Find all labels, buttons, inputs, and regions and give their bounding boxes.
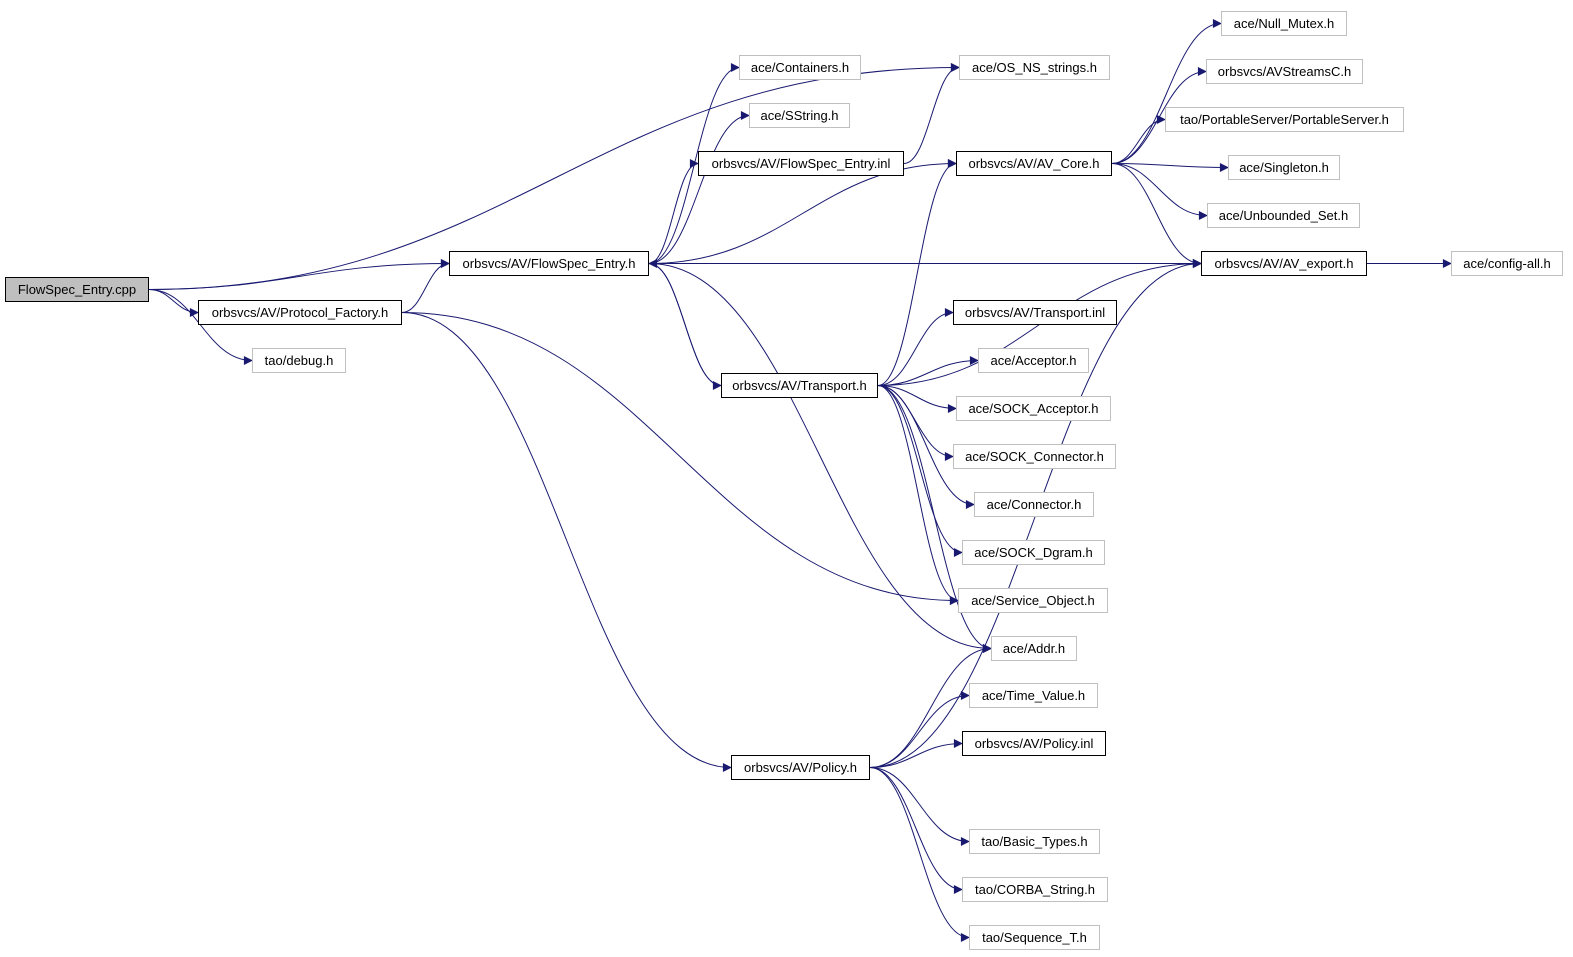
node-ace-addr-h[interactable]: ace/Addr.h: [991, 636, 1077, 661]
node-policy-inl[interactable]: orbsvcs/AV/Policy.inl: [962, 731, 1106, 756]
edge-n_pol-to-n_bt: [869, 767, 970, 846]
node-ace-acceptor-h[interactable]: ace/Acceptor.h: [978, 348, 1089, 373]
edge-n_root-to-n_pf: [148, 289, 199, 317]
node-av-export-h[interactable]: orbsvcs/AV/AV_export.h: [1201, 251, 1367, 276]
edge-n_fse_h-to-n_sstr: [648, 111, 750, 264]
node-ace-containers-h[interactable]: ace/Containers.h: [739, 55, 861, 80]
edge-n_pol-to-n_tv: [869, 691, 970, 768]
node-ace-unbounded-set-h[interactable]: ace/Unbounded_Set.h: [1207, 203, 1360, 228]
node-ace-sock-dgram-h[interactable]: ace/SOCK_Dgram.h: [962, 540, 1105, 565]
node-flowspec-entry-cpp[interactable]: FlowSpec_Entry.cpp: [5, 277, 149, 302]
edge-n_pol-to-n_pi: [869, 739, 963, 768]
edge-n_root-to-n_osns: [148, 63, 960, 290]
edge-n_core-to-n_sing: [1111, 162, 1229, 172]
node-ace-sstring-h[interactable]: ace/SString.h: [749, 103, 850, 128]
node-transport-inl[interactable]: orbsvcs/AV/Transport.inl: [953, 300, 1117, 325]
edge-n_fse_i-to-n_osns: [903, 63, 960, 164]
node-tao-corba-string-h[interactable]: tao/CORBA_String.h: [962, 877, 1108, 902]
node-ace-service-object-h[interactable]: ace/Service_Object.h: [958, 588, 1108, 613]
node-flowspec-entry-inl[interactable]: orbsvcs/AV/FlowSpec_Entry.inl: [698, 151, 904, 176]
edge-n_trans-to-n_sacc: [877, 385, 957, 413]
node-transport-h[interactable]: orbsvcs/AV/Transport.h: [721, 373, 878, 398]
node-ace-singleton-h[interactable]: ace/Singleton.h: [1228, 155, 1340, 180]
node-portableserver-h[interactable]: tao/PortableServer/PortableServer.h: [1165, 107, 1404, 132]
edge-n_trans-to-n_addr: [877, 385, 992, 653]
edge-n_pf-to-n_svc: [401, 312, 959, 605]
edge-n_root-to-n_fse_h: [148, 259, 450, 290]
node-ace-os-ns-strings-h[interactable]: ace/OS_NS_strings.h: [959, 55, 1110, 80]
edge-n_trans-to-n_acc: [877, 356, 979, 386]
edge-n_core-to-n_mutex: [1111, 19, 1222, 164]
edge-n_trans-to-n_sdg: [877, 385, 963, 557]
edge-n_pol-to-n_seq: [869, 767, 970, 942]
edge-n_trans-to-n_ti: [877, 308, 954, 386]
node-ace-sock-acceptor-h[interactable]: ace/SOCK_Acceptor.h: [956, 396, 1111, 421]
edge-n_root-to-n_debug: [148, 289, 253, 365]
edge-n_fse_h-to-n_core: [648, 159, 957, 264]
node-ace-config-all-h[interactable]: ace/config-all.h: [1451, 251, 1563, 276]
node-tao-sequence-t-h[interactable]: tao/Sequence_T.h: [969, 925, 1100, 950]
node-protocol-factory-h[interactable]: orbsvcs/AV/Protocol_Factory.h: [198, 300, 402, 325]
node-ace-sock-connector-h[interactable]: ace/SOCK_Connector.h: [953, 444, 1116, 469]
node-tao-debug-h[interactable]: tao/debug.h: [252, 348, 346, 373]
node-avstreamsc-h[interactable]: orbsvcs/AVStreamsC.h: [1206, 59, 1363, 84]
node-policy-h[interactable]: orbsvcs/AV/Policy.h: [731, 755, 870, 780]
edge-n_core-to-n_unb: [1111, 163, 1208, 220]
node-ace-null-mutex-h[interactable]: ace/Null_Mutex.h: [1221, 11, 1347, 36]
edge-n_trans-to-n_core: [877, 159, 957, 386]
node-flowspec-entry-h[interactable]: orbsvcs/AV/FlowSpec_Entry.h: [449, 251, 649, 276]
edge-n_trans-to-n_con: [877, 385, 975, 509]
node-tao-basic-types-h[interactable]: tao/Basic_Types.h: [969, 829, 1100, 854]
edge-n_trans-to-n_svc: [877, 385, 959, 605]
edge-n_pf-to-n_pol: [401, 312, 732, 772]
edge-n_pol-to-n_cs: [869, 767, 963, 894]
node-ace-connector-h[interactable]: ace/Connector.h: [974, 492, 1094, 517]
edge-n_fse_h-to-n_addr: [648, 263, 992, 653]
edge-n_trans-to-n_fse_h: [648, 259, 722, 386]
node-av-core-h[interactable]: orbsvcs/AV/AV_Core.h: [956, 151, 1112, 176]
node-ace-time-value-h[interactable]: ace/Time_Value.h: [969, 683, 1098, 708]
edge-n_pf-to-n_fse_h: [401, 259, 450, 313]
edge-n_core-to-n_exp: [1111, 163, 1202, 268]
edge-n_core-to-n_ps: [1111, 115, 1166, 164]
